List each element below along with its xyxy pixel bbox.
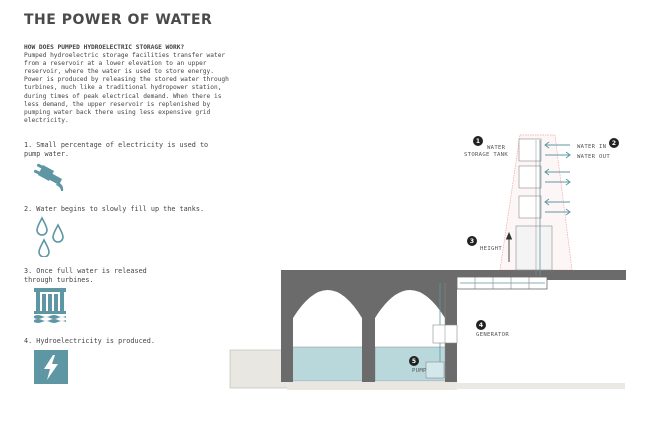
pump-box [425, 361, 445, 379]
label-water: WATER [487, 145, 506, 151]
label-generator: GENERATOR [476, 332, 509, 338]
label-height: HEIGHT [480, 246, 502, 252]
marker-4: 4 [476, 320, 486, 330]
height-arrow [505, 231, 513, 262]
svg-text:4: 4 [479, 322, 483, 329]
step-1-text: 1. Small percentage of electricity is us… [24, 141, 209, 158]
ground-left [229, 349, 291, 389]
label-water-out: WATER OUT [577, 154, 610, 160]
marker-5: 5 [409, 356, 419, 366]
intro-section: HOW DOES PUMPED HYDROELECTRIC STORAGE WO… [24, 44, 234, 125]
tank-base [515, 225, 553, 271]
step-2-text: 2. Water begins to slowly fill up the ta… [24, 205, 205, 213]
ground-right [455, 383, 625, 389]
turbine-icon [34, 288, 66, 323]
svg-text:1: 1 [476, 138, 480, 145]
flow-arrows [544, 141, 571, 216]
label-storage-tank: STORAGE TANK [464, 152, 508, 158]
lightning-icon [34, 350, 68, 384]
water-tanks [518, 138, 542, 219]
water-drops-icon [36, 216, 64, 257]
marker-2: 2 [609, 138, 619, 148]
marker-1: 1 [473, 136, 483, 146]
label-pump: PUMP [412, 368, 427, 374]
svg-text:5: 5 [412, 358, 416, 365]
intro-heading: HOW DOES PUMPED HYDROELECTRIC STORAGE WO… [24, 44, 185, 51]
ground-floor [287, 382, 457, 390]
plug-icon [34, 163, 64, 191]
svg-text:2: 2 [612, 140, 616, 147]
lower-reservoir-left [291, 346, 365, 382]
marker-3: 3 [467, 236, 477, 246]
arch-structure [281, 270, 626, 382]
intro-body: Pumped hydroelectric storage facilities … [24, 52, 229, 124]
svg-text:3: 3 [470, 238, 474, 245]
label-water-in: WATER IN [577, 144, 606, 150]
step-4-text: 4. Hydroelectricity is produced. [24, 337, 155, 345]
page-title: THE POWER OF WATER [24, 12, 213, 28]
step-3-text: 3. Once full water is released through t… [24, 267, 147, 284]
